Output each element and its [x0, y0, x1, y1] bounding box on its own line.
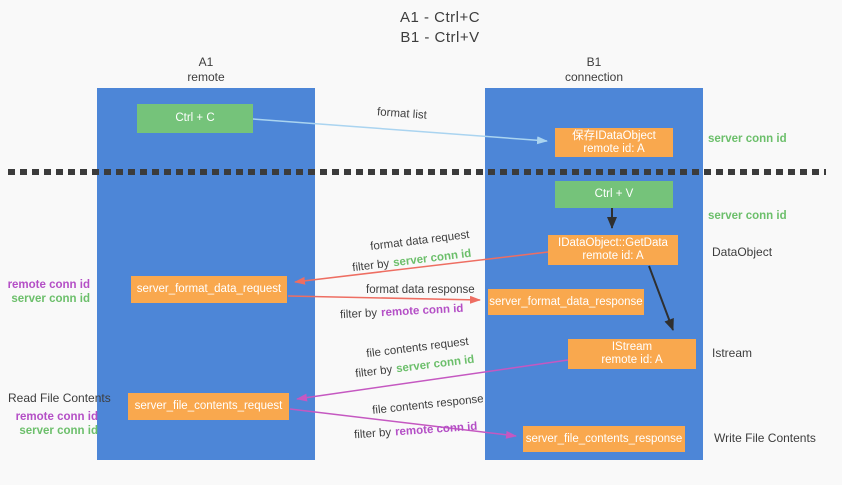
istream-annotation: Istream — [712, 346, 753, 360]
format-data-response-label: format data response — [366, 284, 475, 296]
dataobject-annotation: DataObject — [712, 245, 773, 259]
server-conn-id-annotation-mid: server conn id — [708, 210, 787, 222]
lane-b-name: B1 — [586, 55, 602, 69]
server-file-contents-response-label: server_file_contents_response — [525, 432, 683, 445]
server-conn-id-text: server conn id — [395, 353, 475, 376]
server-file-contents-request-node: server_file_contents_request — [128, 393, 289, 420]
istream-line1: IStream — [611, 341, 653, 353]
lane-b-subtitle: connection — [564, 70, 624, 84]
server-file-contents-response-node: server_file_contents_response — [523, 426, 685, 452]
istream-node: IStream remote id: A — [568, 339, 696, 369]
diagram-title: A1 - Ctrl+C B1 - Ctrl+V — [320, 8, 560, 48]
getdata-line2: remote id: A — [582, 250, 644, 262]
server-format-data-request-label: server_format_data_request — [136, 283, 282, 295]
server-conn-id-annotation: server conn id — [19, 425, 98, 437]
lane-a-subtitle: remote — [187, 70, 225, 84]
remote-conn-id-annotation: remote conn id — [7, 279, 90, 291]
write-file-contents-annotation: Write File Contents — [714, 431, 816, 445]
format-data-response-arrow — [287, 295, 481, 304]
title-line-1: A1 - Ctrl+C — [399, 9, 481, 26]
dotted-divider-line — [8, 169, 826, 175]
format-request-conn-ids: remote conn id server conn id — [0, 278, 90, 306]
filter-by-text: filter by — [354, 363, 393, 381]
remote-conn-id-annotation: remote conn id — [15, 411, 98, 423]
file-request-conn-ids: remote conn id server conn id — [8, 410, 98, 438]
save-idataobject-line1: 保存IDataObject — [572, 129, 656, 142]
istream-line2: remote id: A — [601, 354, 663, 366]
ctrl-v-label: Ctrl + V — [594, 188, 634, 200]
file-contents-response-label: file contents response — [371, 393, 485, 417]
server-conn-id-annotation: server conn id — [11, 293, 90, 305]
save-idataobject-line2: remote id: A — [583, 142, 645, 155]
lane-a-name: A1 — [198, 55, 214, 69]
ctrl-c-node: Ctrl + C — [137, 104, 253, 133]
lane-a-header: A1 remote — [97, 55, 315, 85]
remote-conn-id-text: remote conn id — [394, 420, 478, 439]
read-file-contents-annotation: Read File Contents — [8, 391, 111, 405]
server-conn-id-text: server conn id — [392, 247, 472, 270]
remote-conn-id-text: remote conn id — [380, 302, 464, 320]
server-conn-id-annotation-top: server conn id — [708, 133, 787, 145]
save-idataobject-node: 保存IDataObject remote id: A — [555, 128, 673, 157]
lane-b-header: B1 connection — [485, 55, 703, 85]
getdata-line1: IDataObject::GetData — [558, 237, 668, 249]
title-line-2: B1 - Ctrl+V — [400, 29, 480, 46]
server-format-data-response-label: server_format_data_response — [489, 295, 643, 308]
filter-by-text: filter by — [339, 307, 378, 322]
server-file-contents-request-label: server_file_contents_request — [134, 400, 283, 412]
ctrl-c-label: Ctrl + C — [175, 112, 215, 124]
filter-by-text: filter by — [353, 426, 392, 442]
server-format-data-request-node: server_format_data_request — [131, 276, 287, 303]
getdata-node: IDataObject::GetData remote id: A — [548, 235, 678, 265]
ctrl-v-node: Ctrl + V — [555, 181, 673, 208]
filter-by-text: filter by — [351, 257, 390, 275]
server-format-data-response-node: server_format_data_response — [488, 289, 644, 315]
format-list-label: format list — [376, 106, 428, 122]
